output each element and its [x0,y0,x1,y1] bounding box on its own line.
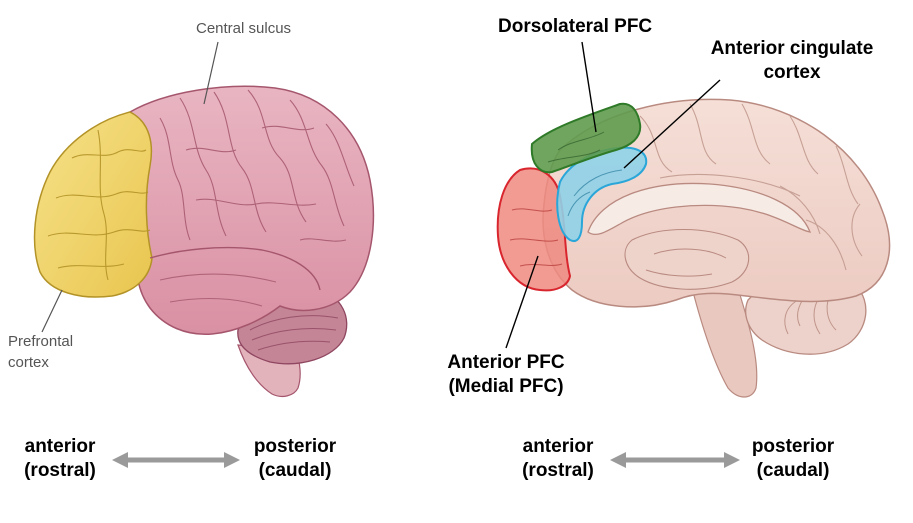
left-anterior-label: anterior [24,436,96,457]
prefrontal-label-line1: Prefrontal [8,333,74,350]
left-caudal-label: (caudal) [258,460,332,481]
left-posterior-label: posterior [253,436,337,457]
medial-brain [496,98,891,398]
left-rostral-label: (rostral) [24,460,96,481]
prefrontal-pointer [41,289,63,333]
medial-brainstem [689,279,758,398]
lateral-brain [33,85,375,398]
acc-label-line1: Anterior cingulate [710,38,874,59]
central-sulcus-pointer [203,41,219,105]
anterior-pfc-label-line1: Anterior PFC [447,352,565,373]
acc-pointer [623,79,721,169]
prefrontal-region [33,111,153,298]
central-sulcus-label: Central sulcus [196,20,292,37]
prefrontal-label-line2: cortex [8,354,49,371]
dlpfc-pointer [581,41,597,133]
right-caudal-label: (caudal) [756,460,830,481]
corpus-callosum [587,182,812,236]
dorsolateral-pfc-label: Dorsolateral PFC [498,16,653,37]
apfc-pointer [505,255,539,349]
cerebrum [129,85,375,335]
right-anterior-label: anterior [522,436,594,457]
dorsolateral-pfc-region [530,102,642,174]
right-rostral-label: (rostral) [522,460,594,481]
acc-label-line2: cortex [763,62,821,83]
right-posterior-label: posterior [751,436,835,457]
anterior-pfc-label-line2: (Medial PFC) [448,376,564,397]
